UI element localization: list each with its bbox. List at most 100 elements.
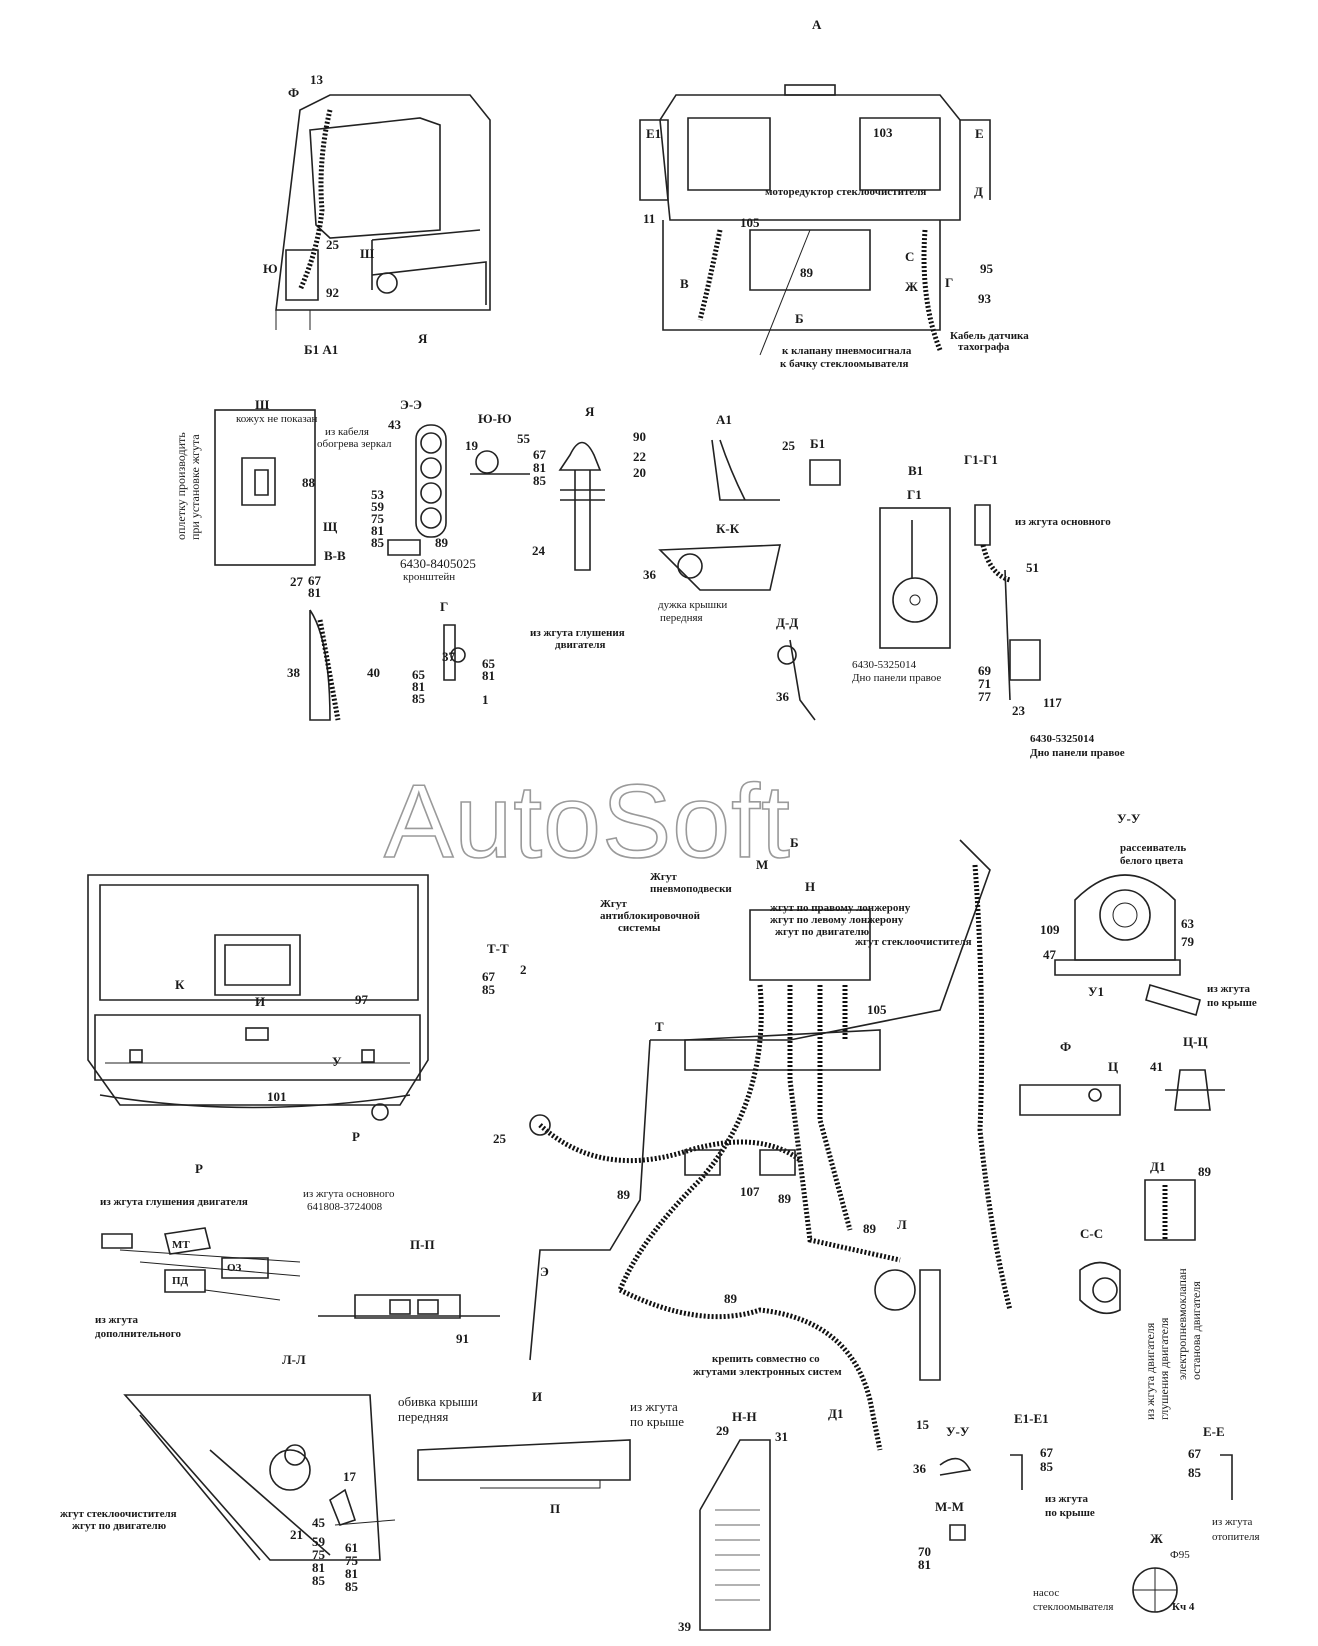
detail-vv [309, 609, 331, 721]
mark-zh: Ж [905, 279, 918, 294]
note-nasos-1: насос [1033, 1587, 1060, 1599]
pos-67-tt: 67 [482, 969, 495, 984]
pos-85-ee: 85 [371, 535, 384, 550]
note-ee-1: из жгута [1212, 1516, 1253, 1528]
note-steklooch: жгут стеклоочистителя [855, 936, 972, 948]
mark-u1: У1 [1088, 984, 1105, 999]
chassis-wiring-view [529, 839, 1013, 1451]
pos-13: 13 [310, 72, 323, 87]
mark-sh: Ш [360, 246, 375, 261]
pos-11: 11 [643, 211, 656, 226]
note-phi95: Ф95 [1170, 1549, 1190, 1561]
pos-85-yu: 85 [533, 473, 546, 488]
pos-69: 69 [978, 663, 991, 678]
detail-sh-panel [214, 409, 316, 566]
pos-89-b2: 89 [778, 1191, 791, 1206]
pos-75-ll: 75 [312, 1547, 325, 1562]
cab-front-view [87, 874, 429, 1121]
note-iz-zhguta-glush-1: из жгута глушения [530, 627, 625, 639]
view-b1-title: Б1 [810, 436, 826, 451]
view-tt-title: Т-Т [487, 941, 509, 956]
pos-89-b4: 89 [724, 1291, 737, 1306]
detail-mm [949, 1524, 966, 1541]
pos-85-g: 85 [412, 691, 425, 706]
mark-ya: Я [418, 331, 428, 346]
pos-45: 45 [312, 1515, 325, 1530]
pos-67-yu: 67 [533, 447, 546, 462]
mark-yu: Ю [263, 261, 278, 276]
view-b-title: Б [790, 835, 799, 850]
pos-85-tt: 85 [482, 982, 495, 997]
note-part-5325014-b: 6430-5325014 [1030, 733, 1095, 745]
pos-1: 1 [482, 692, 489, 707]
pos-31: 31 [775, 1429, 788, 1444]
view-ss-title: С-С [1080, 1226, 1104, 1241]
detail-f [1019, 1084, 1121, 1116]
detail-g1g1 [974, 504, 991, 546]
detail-r-connectors [101, 1227, 301, 1301]
note-kch4: Кч 4 [1172, 1601, 1195, 1613]
mark-v: В [680, 276, 689, 291]
mark-m: М [756, 857, 769, 872]
pos-17: 17 [343, 1469, 356, 1484]
view-v1-title: В1 [908, 463, 924, 478]
view-kk-title: К-К [716, 521, 740, 536]
pos-36-uu: 36 [913, 1461, 926, 1476]
note-dno-panel-b: Дно панели правое [1030, 747, 1125, 759]
pos-117: 117 [1043, 695, 1062, 710]
view-vv-title: В-В [324, 548, 346, 563]
note-kabel-2: тахографа [958, 341, 1010, 353]
pos-36-kk: 36 [643, 567, 656, 582]
note-iz-dop-1: из жгута [95, 1314, 139, 1326]
pos-27: 27 [290, 574, 303, 589]
pos-88: 88 [302, 475, 315, 490]
view-g1g1-title: Г1-Г1 [964, 452, 998, 467]
pos-2: 2 [520, 962, 527, 977]
view-ll-title: Л-Л [282, 1352, 306, 1367]
pos-59-ll: 59 [312, 1534, 325, 1549]
pos-61: 61 [345, 1540, 358, 1555]
note-part-3724008: 641808-3724008 [307, 1201, 383, 1213]
pos-25-a1: 25 [782, 438, 795, 453]
pos-81-mm: 81 [918, 1557, 931, 1572]
pos-92: 92 [326, 285, 339, 300]
note-kozhuh: кожух не показан [236, 413, 318, 425]
mark-d: Д [974, 184, 983, 199]
watermark: AutoSoft [383, 764, 791, 880]
view-sh-title: Ш [255, 397, 270, 412]
pos-77: 77 [978, 689, 991, 704]
pos-81-ll: 81 [312, 1560, 325, 1575]
pos-25-b: 25 [493, 1131, 506, 1146]
pos-101: 101 [267, 1089, 287, 1104]
note-obivka-2: передняя [398, 1409, 449, 1424]
mark-l: Л [897, 1217, 907, 1232]
pos-67-vv: 67 [308, 573, 321, 588]
detail-ee-lamp [415, 424, 447, 538]
note-ss-vert-2: глушения двигателя [1157, 1317, 1171, 1420]
view-g-title: Г [440, 599, 449, 614]
pos-63: 63 [1181, 916, 1194, 931]
pos-81-g2: 81 [482, 668, 495, 683]
view-tsts-title: Ц-Ц [1183, 1034, 1208, 1049]
note-e1-1: из жгута [1045, 1493, 1089, 1505]
pos-47: 47 [1043, 947, 1056, 962]
pos-24: 24 [532, 543, 545, 558]
note-motoreductor: моторедуктор стеклоочистителя [765, 186, 927, 198]
detail-nn [699, 1439, 771, 1631]
pos-15: 15 [916, 1417, 929, 1432]
note-k-bachku: к бачку стеклоомывателя [780, 358, 909, 370]
detail-d1 [1144, 1179, 1196, 1241]
note-iz-zhguta-osnovnogo: из жгута основного [1015, 516, 1111, 528]
pos-55: 55 [517, 431, 530, 446]
note-vert-2: при установке жгута [188, 434, 202, 540]
pos-89-ee: 89 [435, 535, 448, 550]
view-zh-title: Ж [1150, 1531, 1163, 1546]
note-iz-zhguta-glush-2: двигателя [555, 639, 606, 651]
note-vert-1: оплетку производить [174, 432, 188, 540]
pos-39: 39 [678, 1619, 691, 1634]
note-zhgut-pnevmo-1: Жгут [650, 871, 677, 883]
pos-19: 19 [465, 438, 478, 453]
pos-109: 109 [1040, 922, 1060, 937]
view-ya-title: Я [585, 404, 595, 419]
note-rasseivatel-2: белого цвета [1120, 855, 1184, 867]
